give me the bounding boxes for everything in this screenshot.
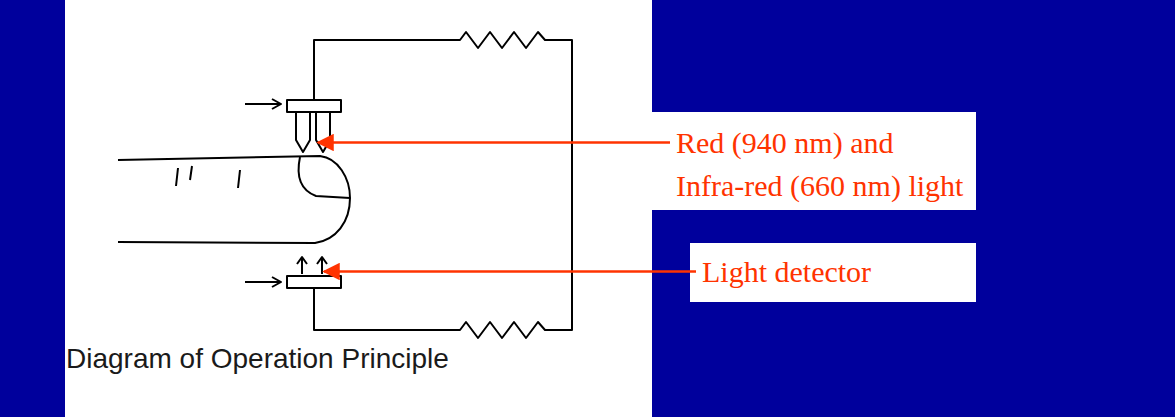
arrow-head (272, 277, 281, 287)
light-arrows (297, 257, 327, 274)
arrow-head (272, 99, 281, 109)
emitter-board (287, 100, 341, 112)
pointer-arrow (245, 103, 280, 105)
fingernail (299, 157, 350, 198)
caption: Diagram of Operation Principle (66, 342, 449, 376)
label-ground (640, 112, 976, 210)
detector-label: Light detector (702, 250, 871, 293)
label-ground (690, 243, 976, 302)
pointer-arrow (245, 281, 280, 283)
circuit-wire (314, 32, 572, 338)
infrared-led (316, 112, 330, 152)
white-panel (65, 0, 652, 417)
leader-arrow (324, 270, 696, 273)
red-led (296, 112, 310, 152)
leader-arrow (318, 141, 670, 144)
finger-outline (118, 156, 350, 243)
finger-creases (176, 166, 240, 188)
light-source-label: Red (940 nm) and Infra-red (660 nm) ligh… (676, 121, 966, 207)
detector-board (287, 276, 341, 288)
